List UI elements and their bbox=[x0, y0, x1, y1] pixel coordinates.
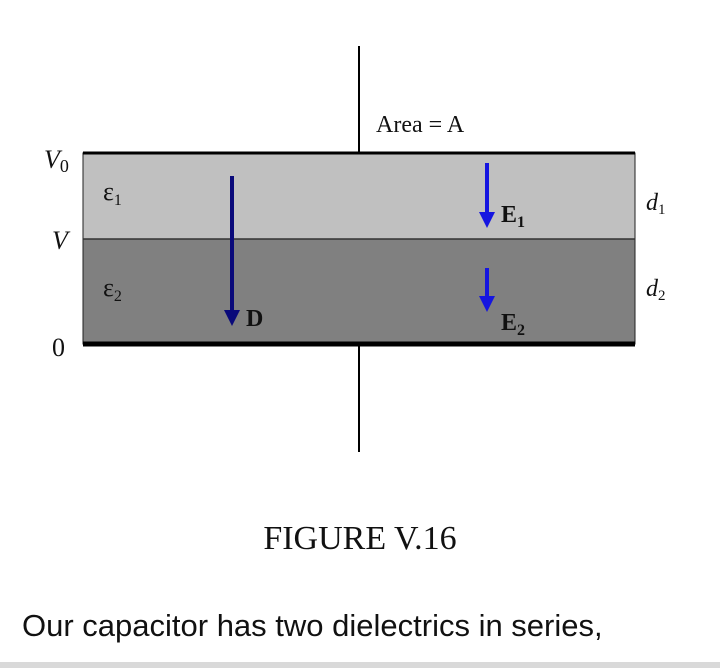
e1-field-label: E1 bbox=[501, 202, 525, 231]
d-field-label: D bbox=[246, 306, 263, 332]
e1-arrow-head bbox=[479, 212, 495, 228]
area-label: Area = A bbox=[376, 112, 465, 138]
dielectric-1-layer bbox=[82, 152, 636, 240]
dielectric-2-label: ε2 bbox=[103, 273, 122, 305]
potential-middle-label: V bbox=[52, 226, 71, 255]
body-text: Our capacitor has two dielectrics in ser… bbox=[22, 608, 603, 643]
potential-top-label: V0 bbox=[44, 145, 69, 176]
dielectric-1-label: ε1 bbox=[103, 177, 122, 209]
figure-caption: FIGURE V.16 bbox=[263, 520, 457, 557]
d-arrow-head bbox=[224, 310, 240, 326]
e2-arrow-head bbox=[479, 296, 495, 312]
bottom-divider bbox=[0, 662, 720, 668]
dielectric-2-layer bbox=[82, 238, 636, 345]
e2-field-label: E2 bbox=[501, 310, 525, 339]
thickness-2-label: d2 bbox=[646, 276, 666, 304]
capacitor-diagram: Area = A V0 V 0 ε1 ε2 d1 d2 D E1 E2 bbox=[44, 46, 666, 452]
thickness-1-label: d1 bbox=[646, 190, 666, 218]
potential-bottom-label: 0 bbox=[52, 333, 65, 362]
